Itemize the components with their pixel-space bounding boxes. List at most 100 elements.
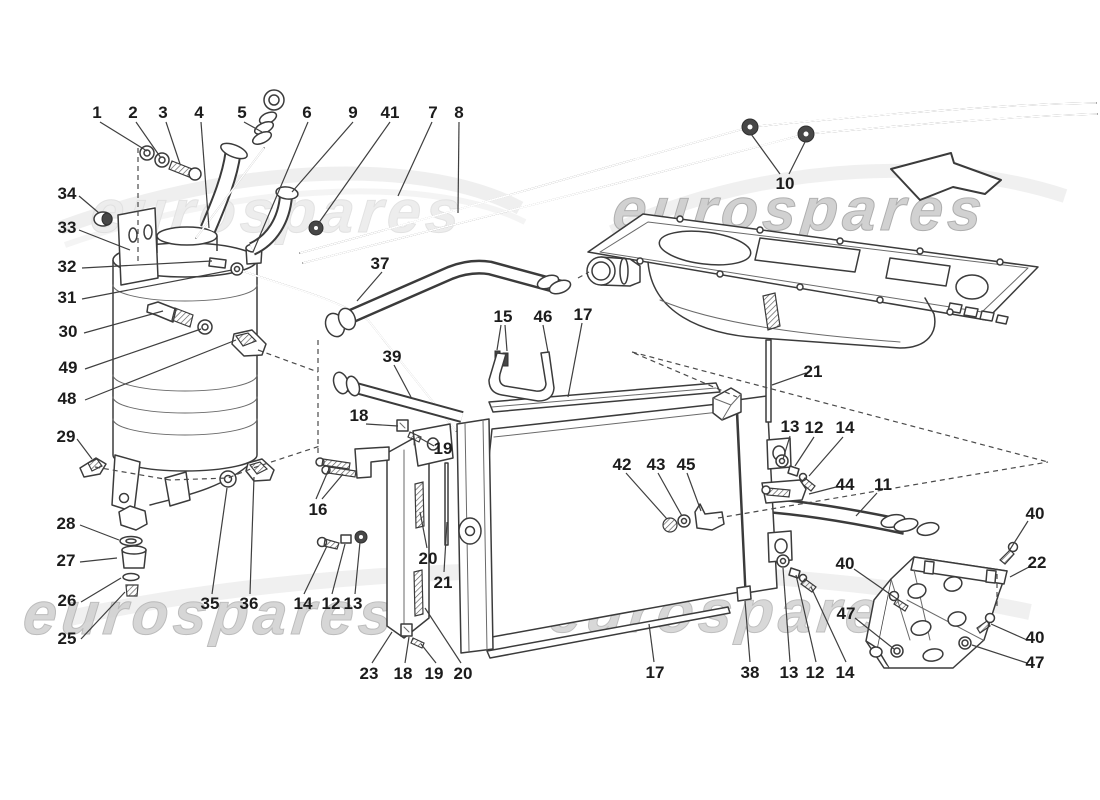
strip-20-lower — [413, 569, 424, 617]
callout-label-37-23: 37 — [371, 254, 390, 273]
callout-label-5-4: 5 — [237, 103, 246, 122]
callout-label-12-60: 12 — [806, 663, 825, 682]
leader-line-14 — [83, 310, 164, 334]
leader-line-30 — [771, 372, 807, 386]
callout-label-40-44: 40 — [836, 554, 855, 573]
callout-label-17-27: 17 — [574, 305, 593, 324]
leader-line-33 — [808, 436, 844, 477]
dashed-line-7 — [577, 271, 590, 279]
screw-40-bottom — [984, 612, 996, 624]
callout-label-48-16: 48 — [58, 389, 77, 408]
dashed-line-1 — [94, 445, 321, 481]
leader-line-3 — [200, 121, 210, 229]
leader-line-34 — [625, 472, 668, 520]
callout-leader-lines — [76, 121, 1030, 664]
callout-label-32-12: 32 — [58, 257, 77, 276]
leader-line-5 — [252, 121, 309, 253]
leader-line-16 — [84, 339, 237, 401]
leader-line-47 — [853, 568, 898, 600]
screws-16 — [315, 457, 357, 478]
leader-line-6 — [291, 121, 354, 193]
leader-line-50 — [971, 644, 1028, 664]
callout-label-7-8: 7 — [428, 103, 437, 122]
callout-label-13-59: 13 — [780, 663, 799, 682]
plug-25 — [125, 584, 139, 597]
bracket-33 — [117, 207, 159, 286]
leader-line-48 — [854, 617, 895, 650]
leader-line-13 — [81, 269, 233, 300]
outlet-hex — [118, 505, 148, 531]
leader-line-63 — [795, 574, 817, 663]
leader-line-25 — [393, 364, 412, 398]
pan-bowl — [647, 261, 936, 349]
leader-line-20 — [80, 577, 122, 603]
callout-label-33-11: 33 — [58, 218, 77, 237]
callout-label-40-42: 40 — [1026, 504, 1045, 523]
callout-label-45-34: 45 — [677, 455, 696, 474]
leader-line-0 — [99, 121, 148, 152]
mid-hardware — [662, 454, 817, 593]
pan-gasket-wedge — [762, 292, 781, 331]
callout-label-29-17: 29 — [57, 427, 76, 446]
callout-label-8-9: 8 — [454, 103, 463, 122]
callout-label-43-33: 43 — [647, 455, 666, 474]
callout-label-22-43: 22 — [1028, 553, 1047, 572]
leader-line-2 — [165, 121, 181, 165]
clips-and-rods — [488, 339, 772, 423]
callout-label-47-45: 47 — [837, 604, 856, 623]
leader-line-41 — [419, 511, 428, 549]
bracket-46 — [488, 351, 555, 402]
dashed-line-5 — [717, 461, 1049, 519]
clip-12 — [340, 534, 352, 544]
callout-label-20-38: 20 — [419, 549, 438, 568]
callout-label-12-30: 12 — [805, 418, 824, 437]
callout-label-36-49: 36 — [240, 594, 259, 613]
leader-line-17 — [76, 438, 93, 460]
callout-label-14-31: 14 — [836, 418, 855, 437]
leader-line-4 — [243, 121, 263, 133]
leader-line-56 — [371, 631, 393, 664]
leader-line-28 — [542, 324, 549, 353]
leader-line-26 — [496, 324, 502, 351]
duct-top-hook — [354, 446, 390, 479]
callout-label-3-2: 3 — [158, 103, 167, 122]
leader-line-60 — [648, 623, 655, 663]
nut-42 — [662, 517, 678, 533]
callout-label-30-14: 30 — [59, 322, 78, 341]
callout-label-18-54: 18 — [394, 664, 413, 683]
leader-line-55 — [354, 541, 361, 595]
fitting-32 — [208, 257, 227, 269]
callout-label-42-32: 42 — [613, 455, 632, 474]
leader-line-57 — [404, 636, 410, 664]
dashed-line-6 — [633, 352, 738, 398]
rod-21 — [765, 339, 772, 423]
callout-label-13-52: 13 — [344, 594, 363, 613]
callout-label-15-25: 15 — [494, 307, 513, 326]
leader-line-15 — [84, 328, 202, 370]
leader-line-21 — [80, 591, 126, 640]
screw-19-top — [407, 431, 422, 443]
leader-line-32 — [794, 436, 815, 467]
leader-line-9 — [457, 121, 460, 214]
leader-line-54 — [331, 543, 346, 595]
plug-34 — [93, 211, 113, 227]
leader-line-59 — [424, 607, 462, 664]
callout-label-38-58: 38 — [741, 663, 760, 682]
callout-label-2-1: 2 — [128, 103, 137, 122]
callout-label-40-46: 40 — [1026, 628, 1045, 647]
callout-label-47-47: 47 — [1026, 653, 1045, 672]
callout-label-44-35: 44 — [836, 475, 855, 494]
leader-line-64 — [810, 586, 847, 663]
leader-line-31 — [782, 435, 791, 460]
filler-neck-opening — [220, 142, 248, 160]
leader-line-27 — [504, 324, 508, 352]
leader-line-45 — [1008, 520, 1029, 552]
screw-19-bottom — [410, 637, 425, 649]
leader-line-23 — [788, 139, 807, 175]
screw-14a — [800, 477, 816, 492]
callout-label-21-39: 21 — [434, 573, 453, 592]
callout-label-18-40: 18 — [350, 406, 369, 425]
